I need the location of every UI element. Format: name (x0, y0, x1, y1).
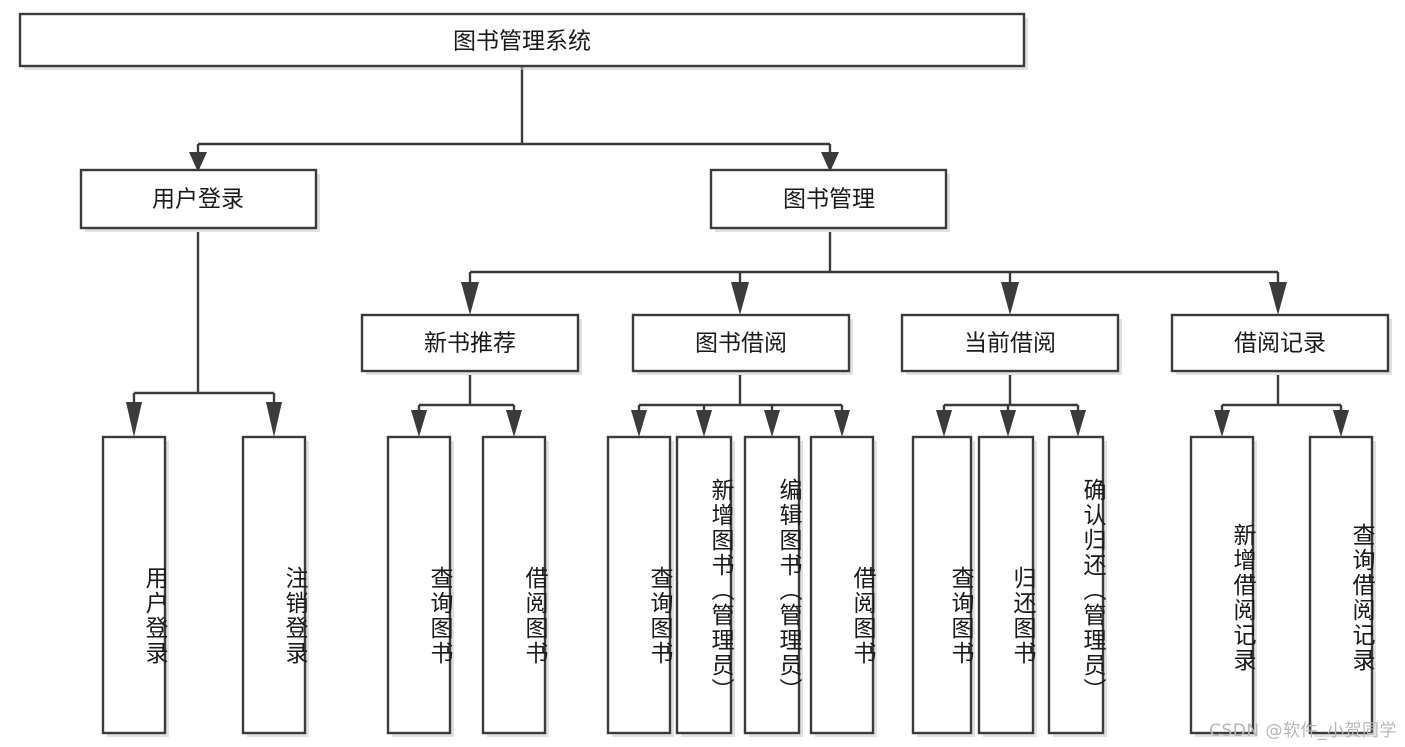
node-leaf-query-book-1[interactable] (386, 435, 452, 735)
node-leaf-query-record[interactable] (1308, 435, 1374, 735)
node-leaf-query-book-2[interactable] (606, 435, 672, 735)
arrow-head-leaf-query-book-3 (936, 410, 952, 437)
arrow-head-leaf-logout-login (266, 402, 282, 437)
arrow-head-book-manage (821, 152, 839, 172)
arrow-head-leaf-confirm-return (1070, 410, 1086, 437)
node-leaf-edit-book[interactable] (743, 435, 801, 735)
arrow-head-book-borrow (731, 282, 749, 315)
node-current-borrow[interactable] (900, 313, 1120, 373)
arrow-head-new-book-rec (461, 282, 479, 315)
node-new-book-rec-label: 新书推荐 (424, 331, 516, 357)
arrow-head-leaf-query-record (1333, 410, 1349, 437)
arrow-head-user-login (189, 152, 207, 172)
node-leaf-query-book-3[interactable] (911, 435, 973, 735)
node-user-login[interactable] (79, 168, 318, 230)
node-book-manage[interactable] (709, 168, 948, 230)
node-leaf-return-book[interactable] (977, 435, 1035, 735)
node-leaf-borrow-book-1[interactable] (481, 435, 547, 735)
node-leaf-logout-login[interactable] (241, 435, 307, 735)
node-layer: 图书管理系统 用户登录 图书管理 新书推荐 图书借阅 当前借阅 借阅记录 (18, 12, 1392, 737)
node-book-manage-label: 图书管理 (783, 187, 875, 213)
node-book-borrow-label: 图书借阅 (695, 331, 787, 357)
arrow-head-borrow-record (1269, 282, 1287, 315)
arrow-head-leaf-query-book-2 (631, 410, 647, 437)
node-root[interactable] (18, 12, 1026, 68)
csdn-watermark: CSDN @软件_小贺同学 (1209, 721, 1397, 741)
arrow-head-current-borrow (1001, 282, 1019, 315)
node-leaf-borrow-book-2[interactable] (809, 435, 875, 735)
node-new-book-rec[interactable] (360, 313, 580, 373)
arrow-head-leaf-return-book (1000, 410, 1016, 437)
arrow-head-leaf-borrow-book-2 (834, 410, 850, 437)
connector-layer (126, 66, 1349, 437)
node-borrow-record[interactable] (1170, 313, 1390, 373)
node-user-login-label: 用户登录 (152, 187, 244, 213)
node-leaf-confirm-return[interactable] (1047, 435, 1105, 735)
node-book-borrow[interactable] (631, 313, 851, 373)
arrow-head-leaf-query-book-1 (411, 410, 427, 437)
arrow-head-leaf-add-book (696, 410, 712, 437)
node-leaf-add-book[interactable] (675, 435, 733, 735)
arrow-head-leaf-add-record (1214, 410, 1230, 437)
arrow-head-leaf-user-login (126, 402, 142, 437)
arrow-head-leaf-edit-book (764, 410, 780, 437)
arrow-head-leaf-borrow-book-1 (506, 410, 522, 437)
node-leaf-add-record[interactable] (1189, 435, 1255, 735)
node-borrow-record-label: 借阅记录 (1234, 331, 1326, 357)
node-current-borrow-label: 当前借阅 (964, 331, 1056, 357)
node-root-label: 图书管理系统 (453, 29, 591, 55)
node-leaf-user-login[interactable] (101, 435, 167, 735)
